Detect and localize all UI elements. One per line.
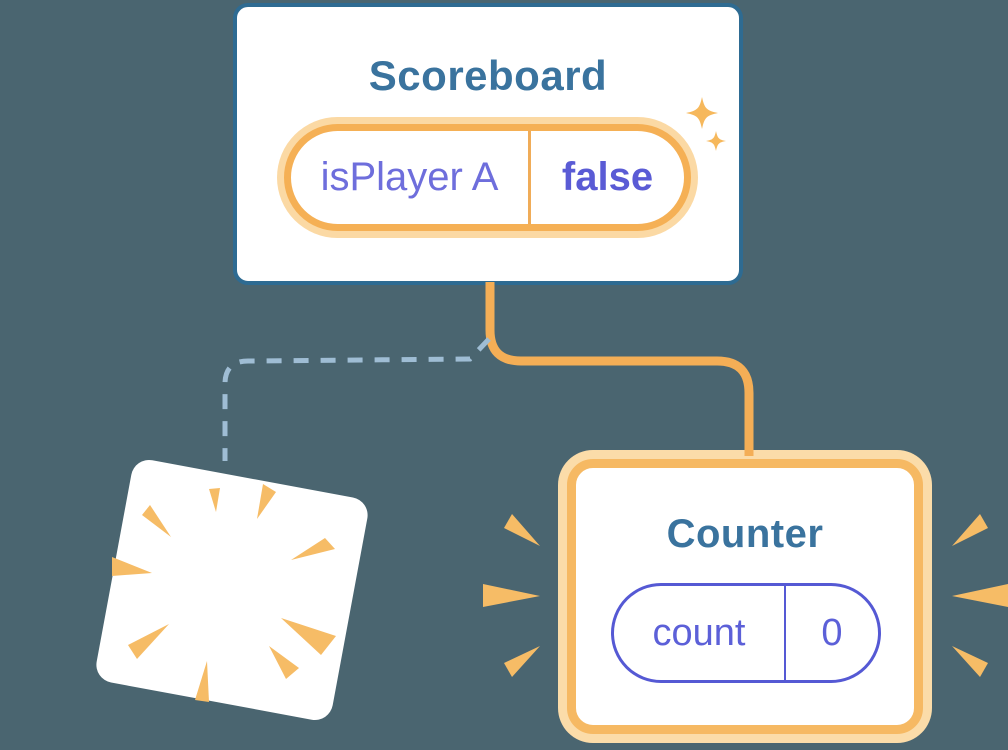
dashed-connector-line bbox=[222, 337, 491, 461]
scoreboard-state-pill: isPlayer A false bbox=[284, 124, 691, 231]
pill-divider bbox=[528, 131, 531, 224]
scoreboard-title: Scoreboard bbox=[368, 52, 608, 99]
emphasis-rays-right-icon bbox=[952, 514, 1008, 677]
counter-state-pill: count 0 bbox=[611, 583, 881, 683]
count-value: 0 bbox=[821, 611, 843, 654]
counter-title: Counter bbox=[666, 512, 824, 556]
state-value: false bbox=[561, 155, 654, 199]
destroyed-card bbox=[93, 457, 371, 723]
count-key: count bbox=[652, 611, 746, 654]
emphasis-rays-left-icon bbox=[483, 514, 540, 677]
solid-connector-line bbox=[485, 282, 754, 456]
state-key: isPlayer A bbox=[320, 155, 499, 199]
count-pill-divider bbox=[784, 586, 786, 680]
